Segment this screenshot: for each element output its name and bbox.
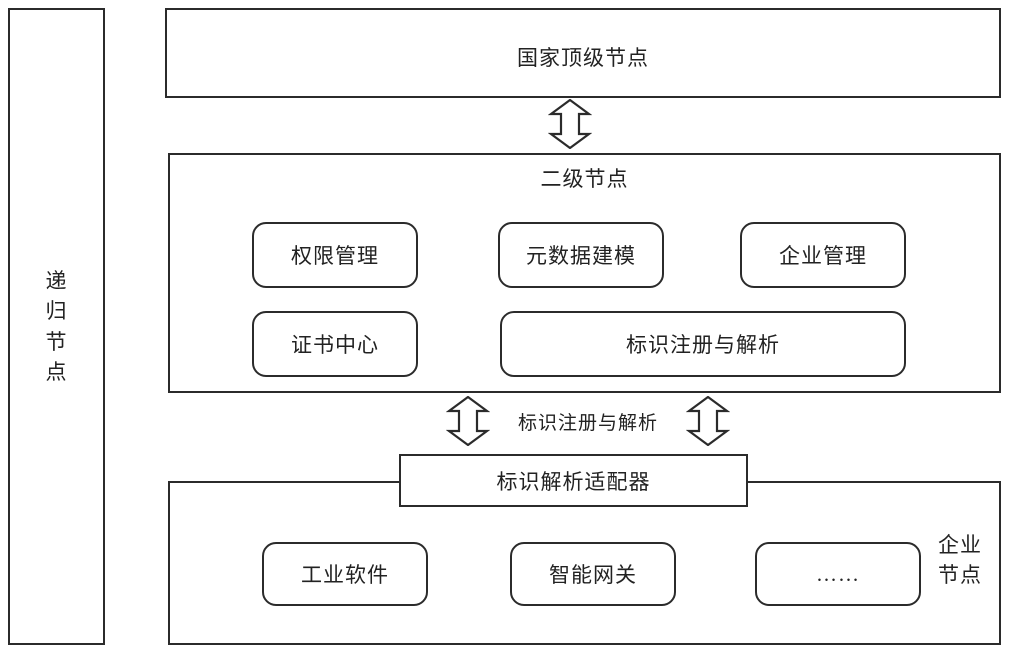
recursive-node-char-3: 点 — [45, 359, 68, 384]
module-label: 企业管理 — [779, 244, 867, 268]
module-label: 证书中心 — [291, 333, 379, 357]
module-label: 权限管理 — [291, 244, 379, 268]
enterprise-node-line-0: 企业 — [938, 532, 982, 557]
module-smart-gateway[interactable]: 智能网关 — [510, 542, 676, 606]
recursive-node-char-0: 递 — [45, 268, 68, 293]
module-label: 标识注册与解析 — [626, 333, 780, 357]
recursive-node-char-1: 归 — [45, 299, 68, 324]
recursive-node-char-2: 节 — [45, 329, 68, 354]
top-connector-arrow-icon — [547, 98, 593, 150]
enterprise-node-label: 企业 节点 — [930, 515, 990, 605]
adapter-label: 标识解析适配器 — [496, 469, 651, 494]
module-metadata-modeling[interactable]: 元数据建模 — [498, 222, 664, 288]
module-enterprise-management[interactable]: 企业管理 — [740, 222, 906, 288]
top-node-container — [165, 8, 1001, 98]
module-ellipsis[interactable]: …… — [755, 542, 921, 606]
middle-connector-label: 标识注册与解析 — [517, 413, 658, 434]
module-label: 工业软件 — [301, 563, 389, 587]
module-label: 智能网关 — [549, 563, 637, 587]
adapter-box[interactable]: 标识解析适配器 — [399, 454, 748, 507]
module-identifier-registration-resolution[interactable]: 标识注册与解析 — [500, 311, 906, 377]
recursive-node-container — [8, 8, 105, 645]
module-label: 元数据建模 — [526, 244, 636, 268]
second-node-label: 二级节点 — [540, 167, 629, 191]
middle-left-arrow-icon — [445, 395, 491, 447]
recursive-node-label: 递 归 节 点 — [8, 8, 105, 645]
module-certificate-center[interactable]: 证书中心 — [252, 311, 418, 377]
enterprise-node-line-1: 节点 — [938, 563, 982, 587]
module-label: …… — [816, 561, 860, 586]
module-permission-management[interactable]: 权限管理 — [252, 222, 418, 288]
module-industrial-software[interactable]: 工业软件 — [262, 542, 428, 606]
top-node-label: 国家顶级节点 — [517, 46, 649, 70]
middle-right-arrow-icon — [685, 395, 731, 447]
